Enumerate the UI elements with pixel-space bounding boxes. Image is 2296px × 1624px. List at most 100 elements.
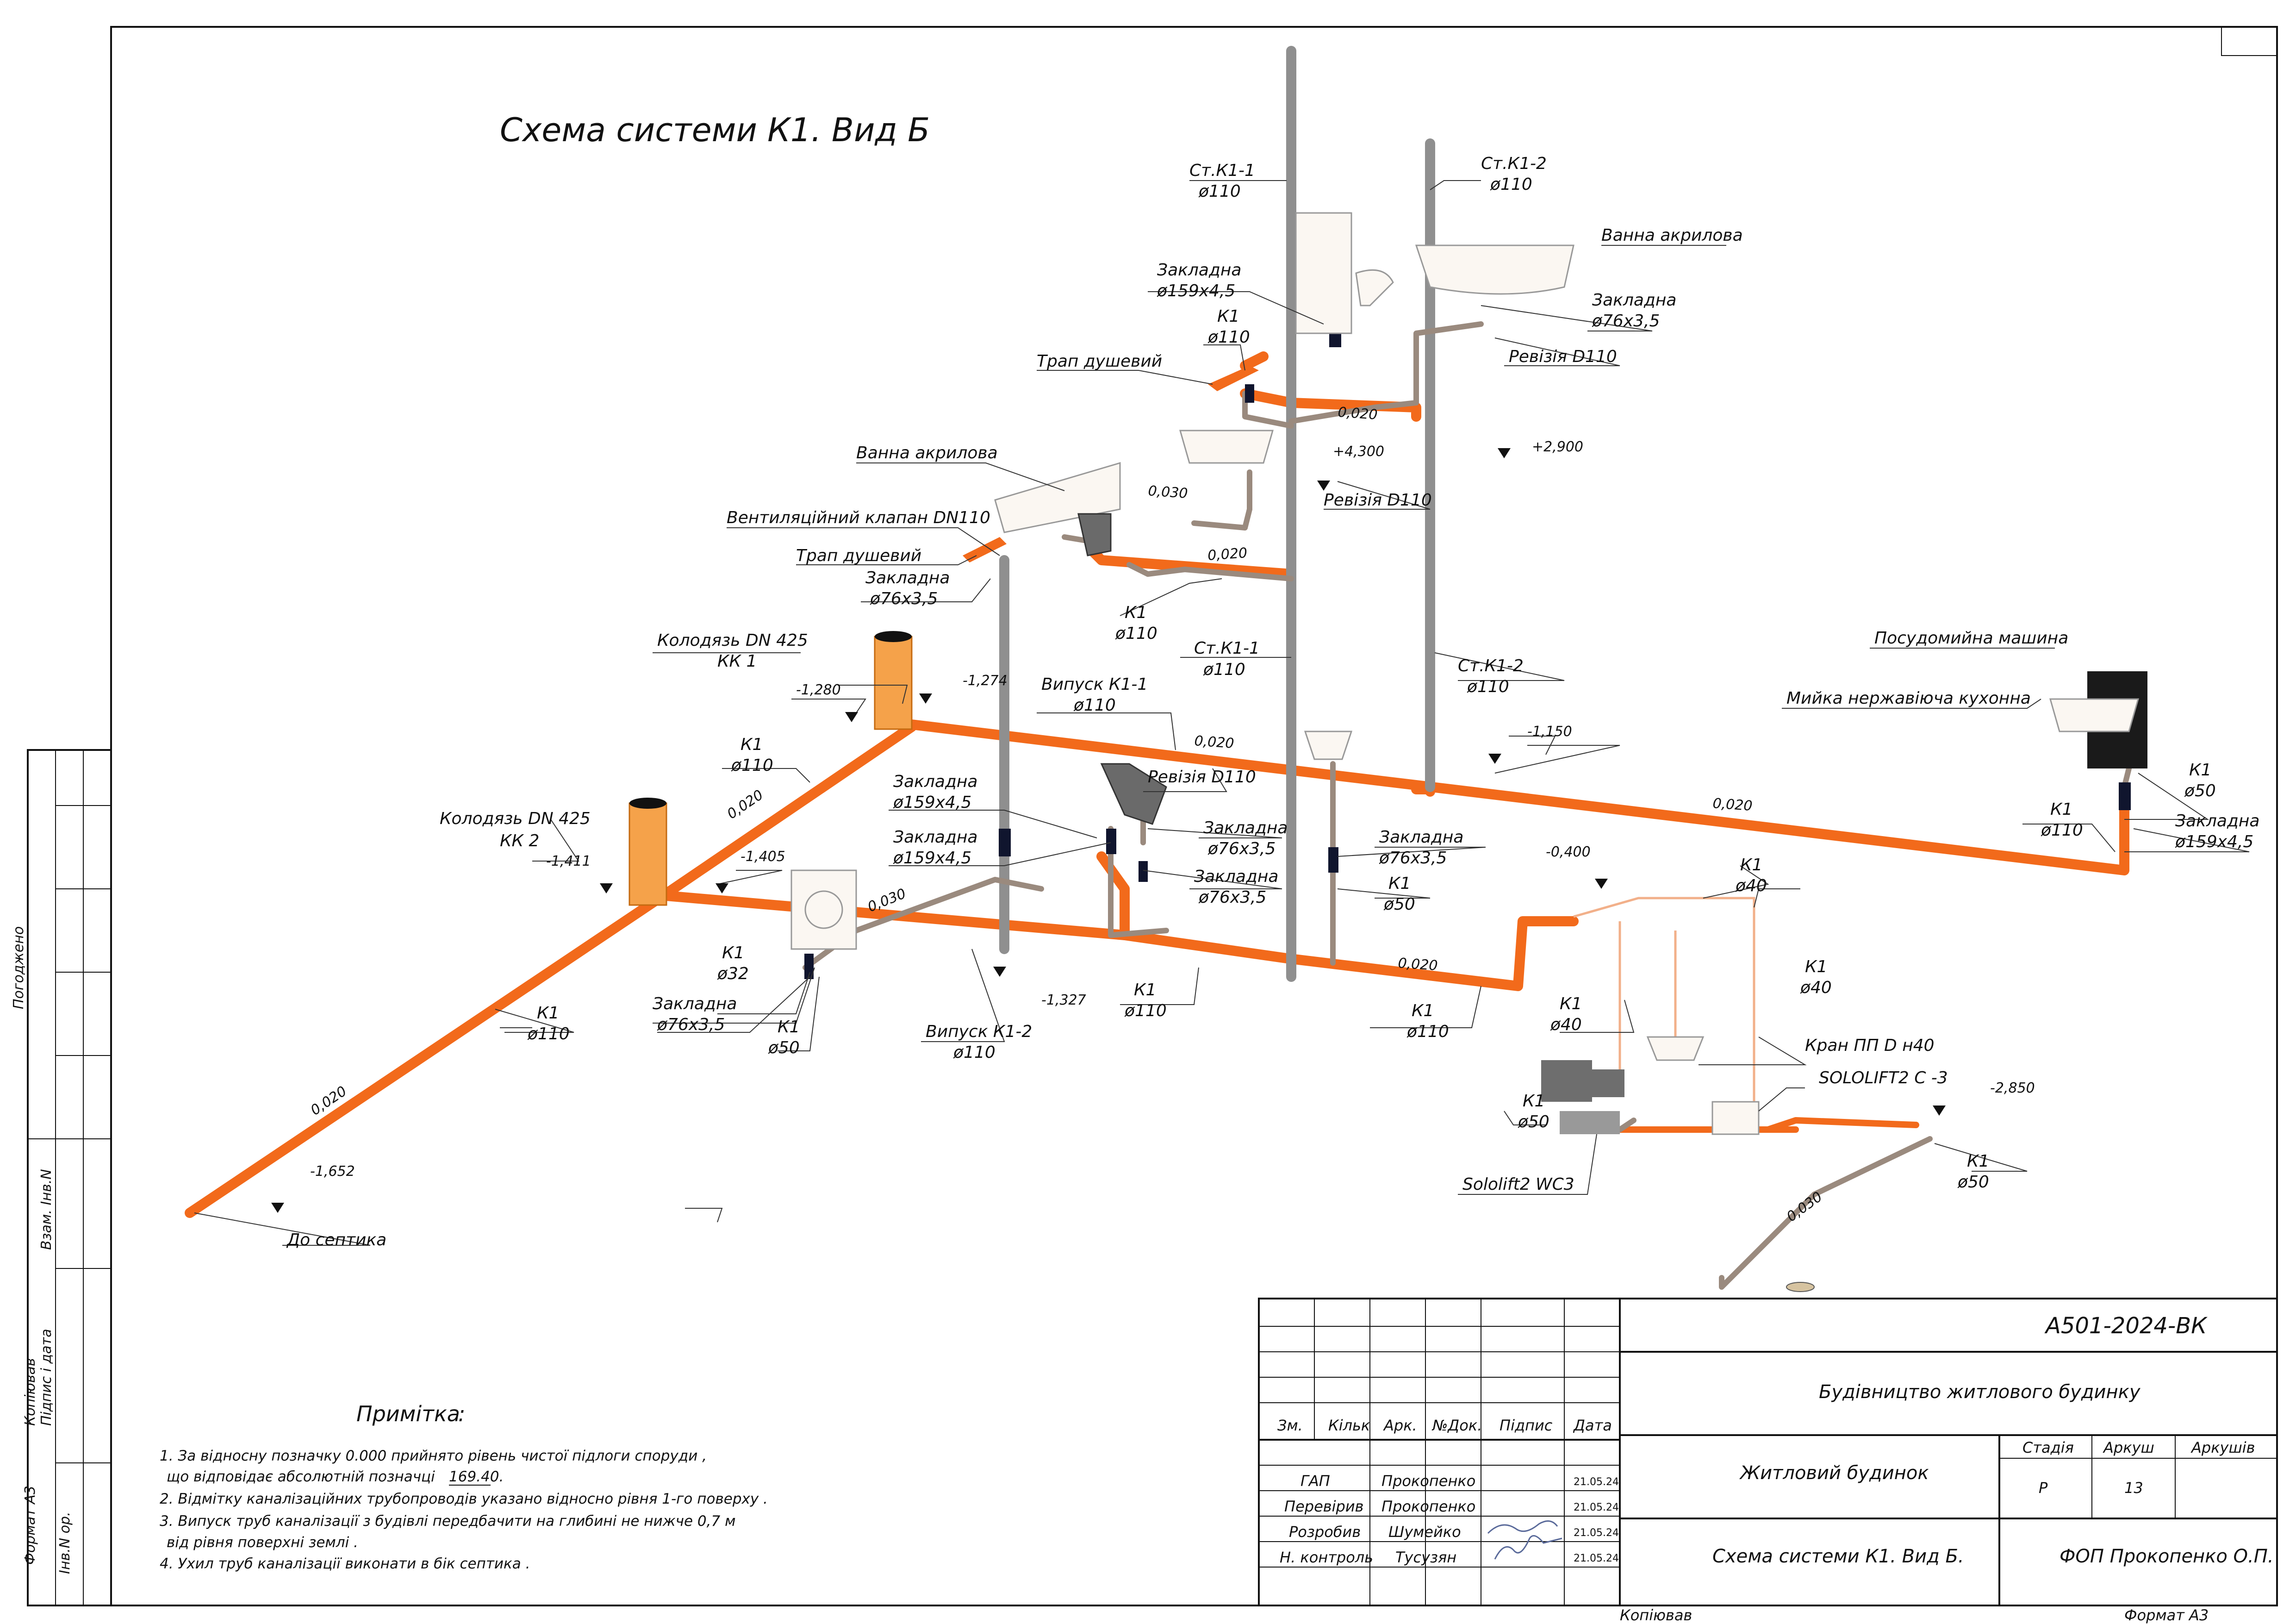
label-slope-b: 0,030: [1147, 483, 1188, 502]
label-k1-g-d: ø40: [1735, 876, 1767, 895]
label-zakladna-7-d: ø76x3,5: [1207, 839, 1276, 858]
tb-name-2: Шумейко: [1388, 1523, 1461, 1541]
notes-colon: :: [458, 1401, 466, 1426]
tb-sheets-header: Аркушів: [2190, 1439, 2255, 1456]
toilet-dark-2-icon: [1100, 763, 1167, 825]
floor-drain-icon: [1786, 1282, 1815, 1292]
label-vanna-2: Ванна акрилова: [856, 443, 998, 462]
tb-object: Житловий будинок: [1739, 1462, 1929, 1484]
label-kolodyaz-1-id: КК 1: [717, 652, 757, 671]
label-reviziya-2: Ревізія D110: [1324, 491, 1432, 510]
label-k1-e-d: ø110: [2041, 821, 2083, 840]
sololift-c3-icon: [1711, 1101, 1760, 1135]
label-vent-klapan: Вентиляційний клапан DN110: [727, 508, 990, 527]
washbasin-lower-icon: [1646, 1036, 1705, 1061]
label-zakladna-6: Закладна: [893, 828, 977, 847]
note-line-4: 3. Випуск труб каналізації з будівлі пер…: [160, 1513, 735, 1530]
label-do-septyka: До септика: [286, 1230, 386, 1249]
tb-stage: Р: [2039, 1479, 2048, 1497]
label-k1-m: К1: [1805, 957, 1827, 976]
tb-role-2: Розробив: [1289, 1523, 1361, 1541]
label-zakladna-5-d: ø159x4,5: [893, 793, 971, 812]
label-mark-0400: -0,400: [1546, 844, 1591, 860]
tb-name-1: Прокопенко: [1381, 1498, 1475, 1515]
tb-name-0: Прокопенко: [1381, 1472, 1475, 1490]
side-pogodzheno: Погоджено: [11, 926, 27, 1009]
leaders: [194, 180, 2250, 1246]
tb-project: Будівництво житлового будинку: [1819, 1381, 2141, 1403]
label-k1-d: К1: [2189, 761, 2211, 780]
label-mark-4300: +4,300: [1333, 443, 1384, 460]
label-k1-p: К1: [537, 1004, 559, 1023]
label-slope-a: 0,020: [1337, 404, 1378, 423]
label-mark-2850: -2,850: [1990, 1080, 2035, 1096]
label-st-k1-2-mid-d: ø110: [1467, 677, 1509, 696]
side-inv: Інв.N ор.: [57, 1512, 73, 1574]
label-slope-d: 0,020: [1194, 733, 1234, 752]
label-k1-k-d: ø110: [1406, 1022, 1449, 1041]
label-zakladna-5: Закладна: [893, 772, 977, 791]
label-vypusk-1-d: ø110: [1073, 696, 1116, 715]
label-slope-i: 0,030: [1784, 1189, 1825, 1225]
drawing-title: Схема системи К1. Вид Б: [500, 111, 930, 149]
tb-col-pidpys: Підпис: [1500, 1417, 1553, 1434]
label-zakladna-3: Закладна: [865, 568, 950, 587]
diagram-labels: Ст.К1-1 ø110 Ст.К1-2 ø110 Ванна акрилова…: [286, 154, 2259, 1249]
label-st-k1-1-mid: Ст.К1-1: [1194, 639, 1260, 658]
signature-1-icon: [1487, 1520, 1558, 1534]
label-zakladna-8: Закладна: [1194, 867, 1278, 886]
tb-company: ФОП Прокопенко О.П.: [2060, 1546, 2274, 1567]
tb-role-0: ГАП: [1300, 1472, 1330, 1490]
label-vanna-1: Ванна акрилова: [1601, 226, 1743, 245]
elevation-markers: [271, 448, 1946, 1213]
label-vypusk-2-d: ø110: [953, 1043, 996, 1062]
label-mark-1405: -1,405: [740, 849, 785, 865]
label-k1-f-d: ø50: [1383, 895, 1415, 914]
label-vypusk-2: Випуск К1-2: [926, 1022, 1032, 1041]
label-k1-l: К1: [1560, 994, 1582, 1013]
shower-drain-2-icon: [963, 537, 1007, 562]
label-reviziya-3: Ревізія D110: [1148, 768, 1256, 787]
note-line-5: від рівня поверхні землі .: [167, 1534, 358, 1551]
label-st-k1-1-mid-d: ø110: [1203, 660, 1245, 679]
label-k1-e: К1: [2050, 800, 2072, 819]
note-line-3: 2. Відмітку каналізаційних трубопроводів…: [160, 1491, 768, 1507]
tb-sheet-header: Аркуш: [2103, 1439, 2154, 1456]
label-k1-i: К1: [778, 1018, 800, 1037]
label-k1-b-d: ø110: [1115, 624, 1157, 643]
label-trap-2: Трап душевий: [796, 546, 921, 565]
tb-col-data: Дата: [1573, 1417, 1612, 1434]
label-zakladna-1-d: ø159x4,5: [1157, 281, 1235, 300]
label-st-k1-2-top-d: ø110: [1490, 175, 1532, 194]
label-mark-1280: -1,280: [796, 682, 841, 698]
label-mark-1150: -1,150: [1527, 724, 1572, 740]
label-vypusk-1: Випуск К1-1: [1041, 675, 1148, 694]
label-zakladna-2: Закладна: [1592, 291, 1676, 310]
label-k1-h: К1: [722, 943, 744, 962]
label-mark-1652: -1,652: [310, 1163, 355, 1180]
label-mark-1327: -1,327: [1041, 992, 1086, 1008]
tb-name-3: Тусузян: [1395, 1549, 1456, 1566]
toilet-dark-1-icon: [1077, 513, 1112, 556]
label-mark-2900: +2,900: [1532, 439, 1583, 455]
label-zakladna-7: Закладна: [1203, 818, 1288, 837]
well-kk1: [874, 631, 913, 730]
tb-code: А501-2024-ВК: [2044, 1313, 2208, 1339]
sololift-wc3-icon: [1560, 1111, 1620, 1134]
label-slope-f: 0,020: [724, 787, 766, 823]
tb-sheet-title: Схема системи К1. Вид Б.: [1712, 1546, 1964, 1567]
label-kolodyaz-2-id: КК 2: [500, 831, 539, 850]
toilet-frame-icon: [1295, 212, 1352, 334]
tb-col-zm: Зм.: [1277, 1417, 1303, 1434]
label-mark-1274: -1,274: [963, 673, 1008, 689]
label-slope-e: 0,020: [1712, 795, 1753, 814]
label-zakladna-4: Закладна: [2175, 812, 2259, 831]
tb-sheet-number: 13: [2124, 1479, 2143, 1497]
label-k1-n: К1: [1523, 1092, 1545, 1111]
label-k1-j-d: ø110: [1124, 1001, 1167, 1020]
tb-stage-header: Стадія: [2022, 1439, 2074, 1456]
pipes-risers: [803, 46, 2132, 1290]
label-k1-i-d: ø50: [768, 1038, 800, 1057]
label-st-k1-2-mid: Ст.К1-2: [1458, 656, 1524, 675]
label-k1-h-d: ø32: [717, 964, 749, 983]
